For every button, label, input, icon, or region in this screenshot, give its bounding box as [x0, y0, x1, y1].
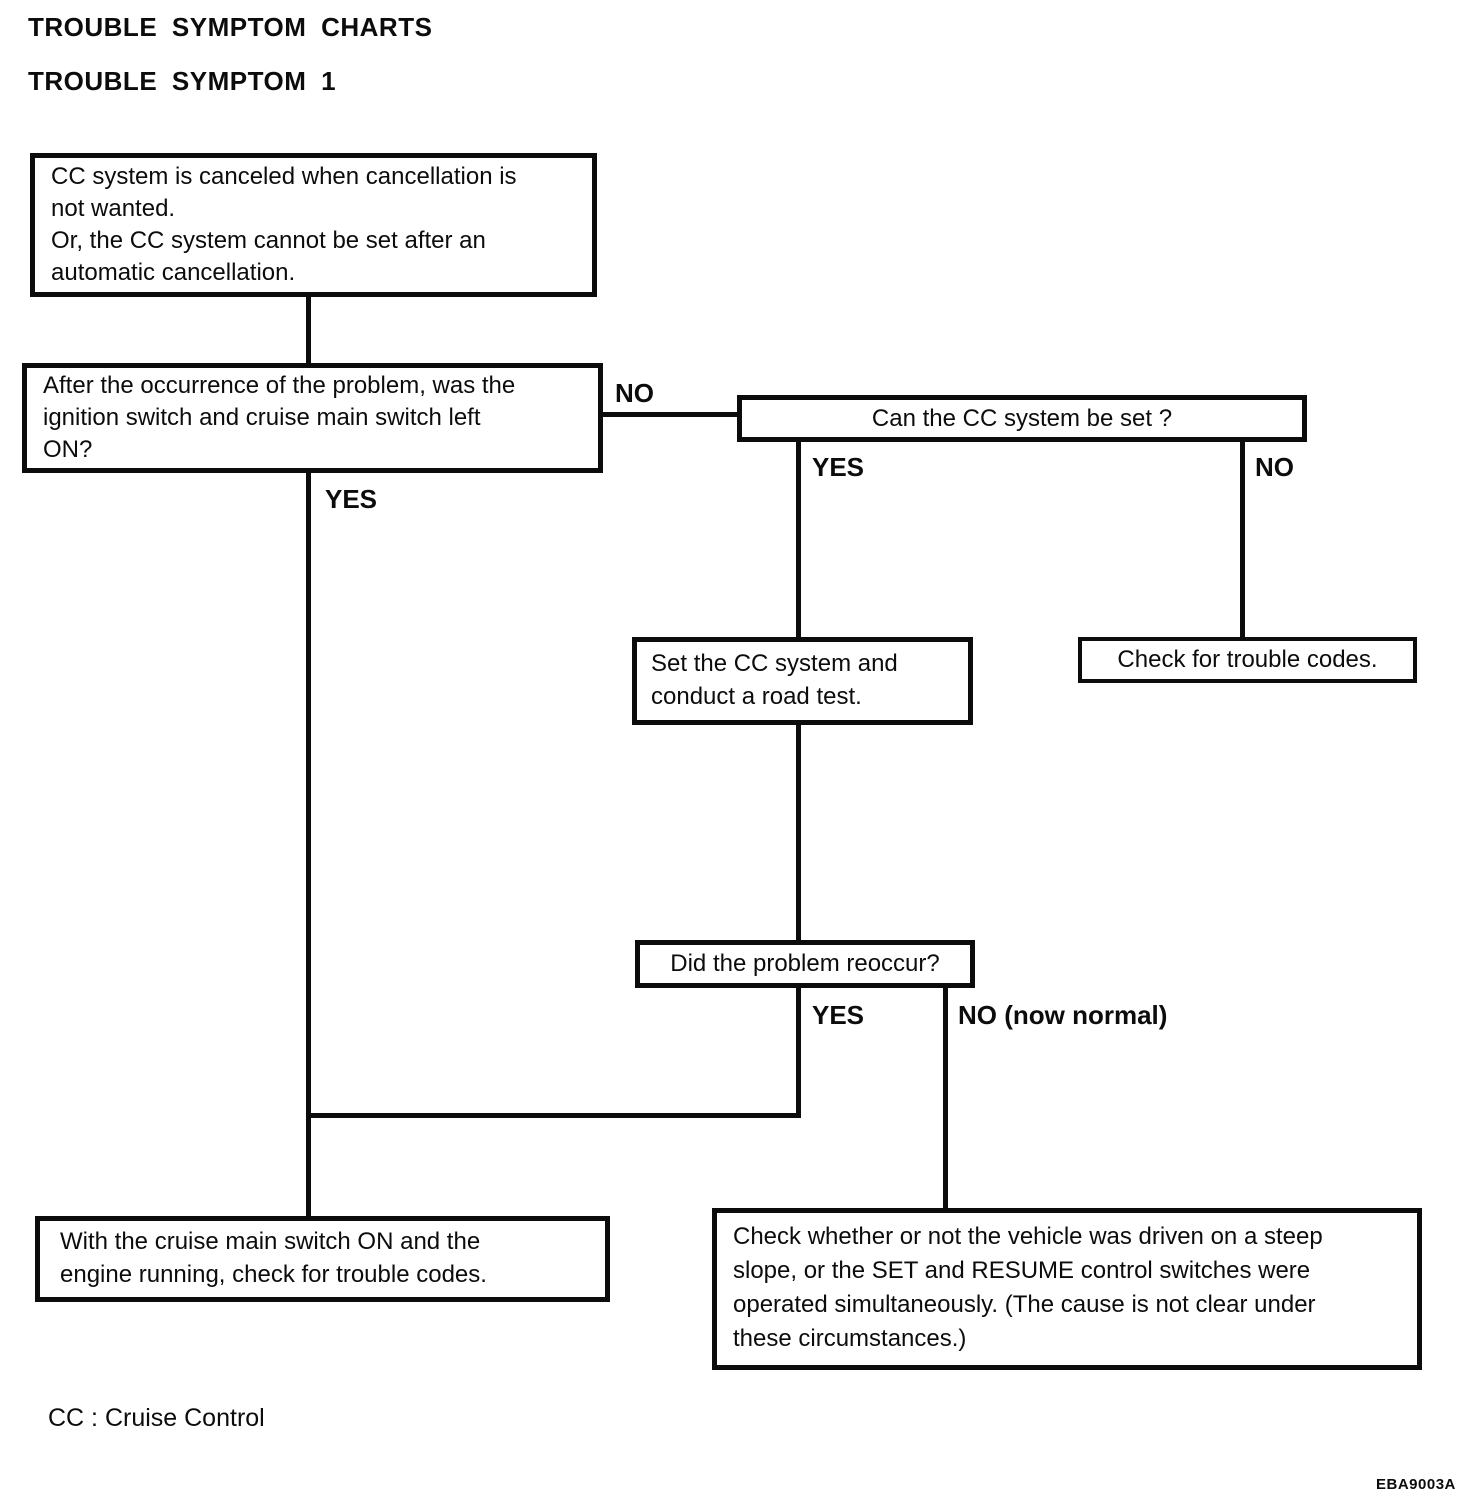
- page-subtitle: TROUBLE SYMPTOM 1: [28, 66, 337, 96]
- connector-road-test-to-reoccur: [796, 723, 801, 942]
- flow-node-ignition-question: After the occurrence of the problem, was…: [22, 363, 603, 473]
- connector-reoccur-yes-branch: [796, 986, 801, 1116]
- connector-ignition-yes-branch: [306, 471, 311, 1218]
- branch-label-ignition-no: NO: [615, 378, 654, 408]
- connector-yes-branches-merge: [306, 1113, 801, 1118]
- connector-can-set-yes-branch: [796, 440, 801, 639]
- flow-node-can-set-question: Can the CC system be set ?: [737, 395, 1307, 442]
- figure-reference-code: EBA9003A: [1376, 1476, 1456, 1493]
- flow-node-main-switch-trouble-codes: With the cruise main switch ON and the e…: [35, 1216, 610, 1302]
- flow-node-reoccur-question: Did the problem reoccur?: [635, 940, 975, 988]
- branch-label-can-set-yes: YES: [812, 452, 865, 482]
- flow-node-steep-slope-check: Check whether or not the vehicle was dri…: [712, 1208, 1422, 1370]
- cc-abbreviation-legend: CC : Cruise Control: [48, 1404, 265, 1432]
- connector-reoccur-no-branch: [943, 986, 948, 1210]
- flow-node-road-test: Set the CC system and conduct a road tes…: [632, 637, 973, 725]
- connector-symptom-to-ignition: [306, 295, 311, 365]
- flow-node-symptom-description: CC system is canceled when cancellation …: [30, 153, 597, 297]
- flow-node-check-trouble-codes: Check for trouble codes.: [1078, 637, 1417, 683]
- branch-label-reoccur-no: NO (now normal): [958, 1000, 1168, 1030]
- branch-label-reoccur-yes: YES: [812, 1000, 865, 1030]
- connector-can-set-no-branch: [1240, 440, 1245, 639]
- branch-label-can-set-no: NO: [1255, 452, 1294, 482]
- connector-ignition-no-branch: [601, 412, 739, 417]
- page-title: TROUBLE SYMPTOM CHARTS: [28, 12, 433, 42]
- branch-label-ignition-yes: YES: [325, 484, 378, 514]
